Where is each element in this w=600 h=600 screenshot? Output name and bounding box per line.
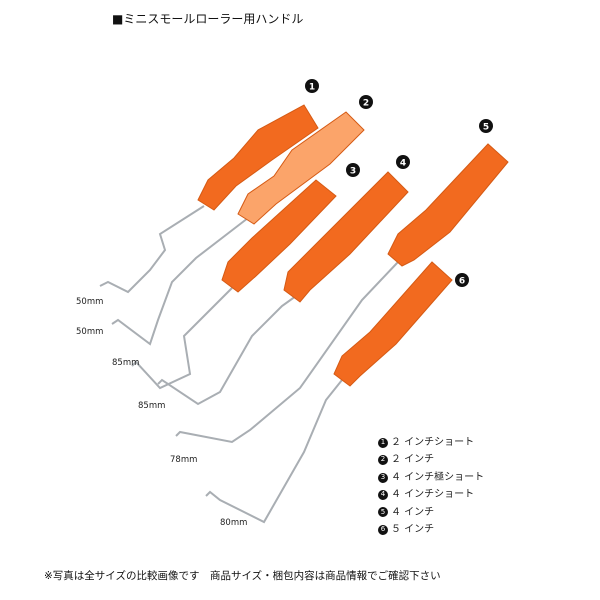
handle-grip [237,111,365,225]
number-badge-icon: 2 [378,455,388,466]
handle-grip [283,171,409,303]
legend-label: ２ インチショート [391,437,475,448]
wire-frame [131,287,233,390]
number-badge-icon [346,163,360,177]
legend-label: ５ インチ [391,524,435,536]
number-badge-icon: 1 [378,437,388,448]
number-badge-icon: 3 [378,472,388,483]
wire-frame [111,217,249,346]
handle-number-label: 5 [483,123,489,133]
dimension-label: 80mm [220,518,247,528]
number-badge-icon [455,273,469,287]
number-badges: 1 2 3 4 5 6 [305,79,493,287]
dimension-label: 50mm [76,297,103,307]
disclaimer-text: ※写真は全サイズの比較画像です 商品サイズ・梱包内容は商品情報でご確認下さい [44,570,441,582]
handle-number-label: 6 [459,277,465,287]
legend-label: ４ インチ [391,506,435,518]
number-badge-icon: 5 [378,507,388,518]
number-badge-icon [396,155,410,169]
wire-frame [175,261,399,444]
number-badge-icon [359,95,373,109]
dimension-label: 78mm [170,455,197,465]
dimension-labels: 50mm 50mm 85mm 85mm 78mm 80mm [76,297,247,528]
handle-number-label: 4 [400,159,406,169]
handle-grip [197,104,319,211]
page-title: ■ミニスモールローラー用ハンドル [112,12,304,26]
wire-frame [205,379,343,524]
legend-label: ４ インチショート [391,489,475,501]
wire-frame [99,205,205,294]
dimension-label: 85mm [112,358,139,368]
legend-label: ４ インチ極ショート [391,471,485,483]
legend-label: ２ インチ [391,454,435,466]
dimension-label: 85mm [138,401,165,411]
wire-frame [157,295,297,406]
handle-grip [221,179,337,293]
wire-frames [99,205,399,524]
handle-number-label: 2 [363,99,369,109]
number-badge-icon [305,79,319,93]
number-badge-icon: 6 [378,524,388,535]
handle-grips [197,104,509,387]
number-badge-icon: 4 [378,489,388,500]
handle-grip [333,261,453,387]
handle-grip [387,143,509,267]
number-badge-icon [479,119,493,133]
handle-number-label: 1 [309,83,315,93]
dimension-label: 50mm [76,327,103,337]
handle-number-label: 3 [350,167,356,177]
